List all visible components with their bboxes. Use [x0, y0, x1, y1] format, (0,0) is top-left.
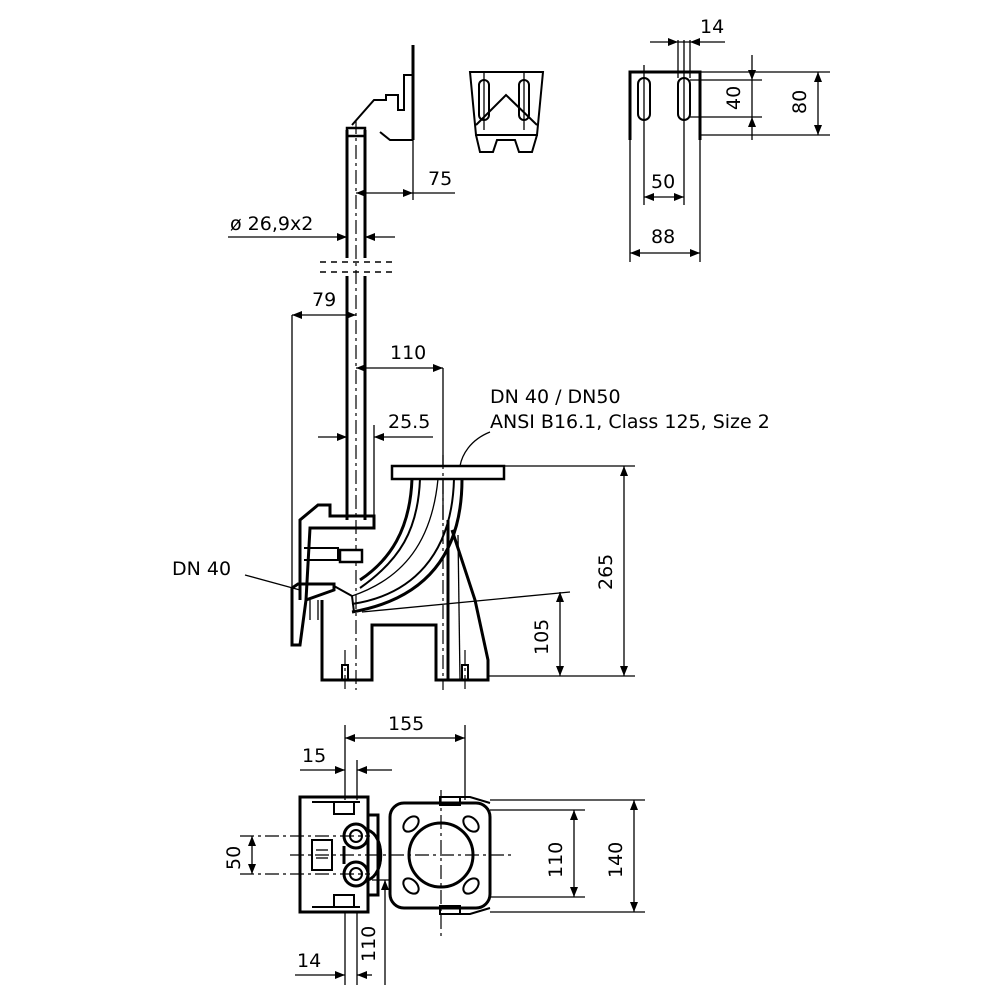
dimension-14-bottom: 14	[295, 912, 372, 985]
flange-label-line2: ANSI B16.1, Class 125, Size 2	[490, 411, 770, 433]
dimension-88-top: 88	[630, 226, 700, 257]
dn40-label: DN 40	[172, 558, 301, 591]
dim-80-top-text: 80	[789, 90, 811, 114]
guide-carriage	[290, 503, 376, 647]
dim-14-bottom-text: 14	[297, 950, 321, 972]
dim-14-top-text: 14	[700, 16, 724, 38]
dim-25-5-text: 25.5	[388, 411, 430, 433]
dimension-14-top: 14	[650, 16, 725, 46]
dimension-40-top: 40	[690, 55, 762, 140]
dimension-155: 155	[344, 713, 466, 800]
guide-holes	[240, 822, 515, 888]
dimension-50-top: 50	[644, 171, 684, 201]
dim-110-flange-offset-text: 110	[390, 342, 426, 364]
dimension-110-bottom: 110	[358, 879, 390, 985]
bracket-plate	[628, 40, 702, 262]
flange-square	[388, 790, 492, 940]
dim-75-text: 75	[428, 168, 452, 190]
dim-105-text: 105	[531, 619, 553, 655]
dimension-105: 105	[531, 592, 564, 676]
dimension-50-bottom: 50	[223, 836, 256, 874]
dim-50-top-text: 50	[651, 171, 675, 193]
dim-40-top-text: 40	[723, 86, 745, 110]
dim-265-text: 265	[595, 554, 617, 590]
dimension-140: 140	[490, 799, 645, 913]
dn40-label-text: DN 40	[172, 558, 231, 580]
dimension-79: 79	[291, 289, 356, 600]
dim-79-text: 79	[312, 289, 336, 311]
dim-50-bottom-text: 50	[223, 846, 245, 870]
pump-base-elbow	[320, 455, 571, 690]
dimension-15: 15	[300, 745, 392, 800]
dimension-80-top: 80	[700, 71, 830, 136]
dimension-25-5: 25.5	[318, 411, 433, 525]
dim-15-text: 15	[302, 745, 326, 767]
dim-140-text: 140	[605, 842, 627, 878]
dimension-265: 265	[488, 465, 635, 677]
dim-88-top-text: 88	[651, 226, 675, 248]
upper-bracket	[351, 45, 415, 141]
dimension-110-flange-offset: 110	[356, 342, 444, 520]
dim-110-bottom-text: 110	[358, 926, 380, 962]
dimension-75: 75	[356, 140, 455, 200]
flange-label: DN 40 / DN50 ANSI B16.1, Class 125, Size…	[459, 386, 770, 467]
flange-label-line1: DN 40 / DN50	[490, 386, 621, 408]
dimension-pipe-diameter: ø 26,9x2	[228, 213, 395, 241]
dim-155-text: 155	[388, 713, 424, 735]
dim-pipe-diameter-text: ø 26,9x2	[230, 213, 313, 235]
bracket-front-view	[468, 71, 545, 153]
dim-110-flange-text: 110	[545, 842, 567, 878]
dimension-110-flange: 110	[490, 809, 585, 898]
